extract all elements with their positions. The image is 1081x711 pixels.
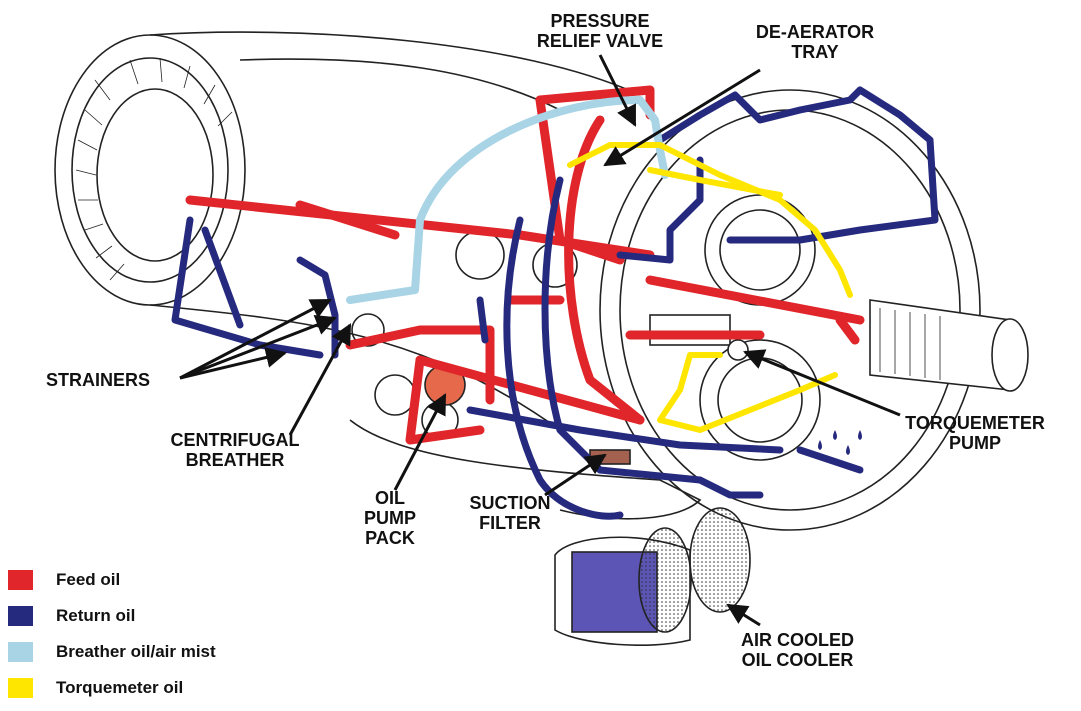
legend-label: Return oil [56,606,136,625]
arrow-pressure-relief [598,54,637,127]
legend-swatch-feed-oil [8,570,33,590]
sump [349,419,702,520]
callout-arrows [179,54,901,627]
legend-label: Feed oil [56,570,121,589]
oil-cooler-screen-1 [638,527,692,633]
legend-swatch-breather-oil [8,642,33,662]
label-torquemeter-pump: TORQUEMETER PUMP [905,413,1045,453]
arrow-strainers-2 [179,315,337,380]
engine-casing [149,31,641,96]
legend-item-torquemeter-oil: Torquemeter oil [8,678,183,698]
gear-pump-1 [374,374,416,416]
arrow-oil-pump-pack [393,393,447,491]
arrow-de-aerator [603,68,761,167]
oil-cooler-body [554,507,751,646]
arrow-centrifugal-breather [288,323,352,436]
arrow-torquemeter-pump [743,349,901,417]
label-suction-filter: SUCTION FILTER [469,493,551,533]
torquemeter-block [649,314,731,346]
torquemeter-lines [567,142,853,433]
gear-small-1 [455,230,505,280]
legend-swatch-torquemeter-oil [8,678,33,698]
label-strainers: STRAINERS [46,370,151,390]
legend-label: Torquemeter oil [56,678,184,697]
label-centrifugal-breather: CENTRIFUGAL BREATHER [170,430,300,470]
legend-label: Breather oil/air mist [56,642,216,661]
gear-pump-3 [351,313,385,347]
arrow-oil-cooler [726,603,761,627]
label-oil-pump-pack: OIL PUMP PACK [363,488,416,548]
label-air-cooled-oil-cooler: AIR COOLED OIL COOLER [740,630,854,670]
feed-oil-lines [185,85,865,445]
oil-cooler-screen-2 [689,507,751,613]
legend-swatch-return-oil [8,606,33,626]
torquemeter-pump-body [727,339,749,361]
arrow-strainers-3 [179,347,288,380]
legend-item-breather-oil: Breather oil/air mist [8,642,216,662]
compressor-blades [75,57,233,281]
label-pressure-relief-valve: PRESSURE RELIEF VALVE [536,11,664,51]
oil-drips [818,430,862,455]
breather-lines [346,96,669,304]
legend-item-return-oil: Return oil [8,606,135,626]
arrow-strainers-1 [179,298,332,380]
gear-reduction [699,339,821,461]
return-oil-lines [171,86,939,520]
label-de-aerator-tray: DE-AERATOR TRAY [755,22,875,62]
arrow-suction-filter [544,453,607,497]
legend-item-feed-oil: Feed oil [8,570,120,590]
